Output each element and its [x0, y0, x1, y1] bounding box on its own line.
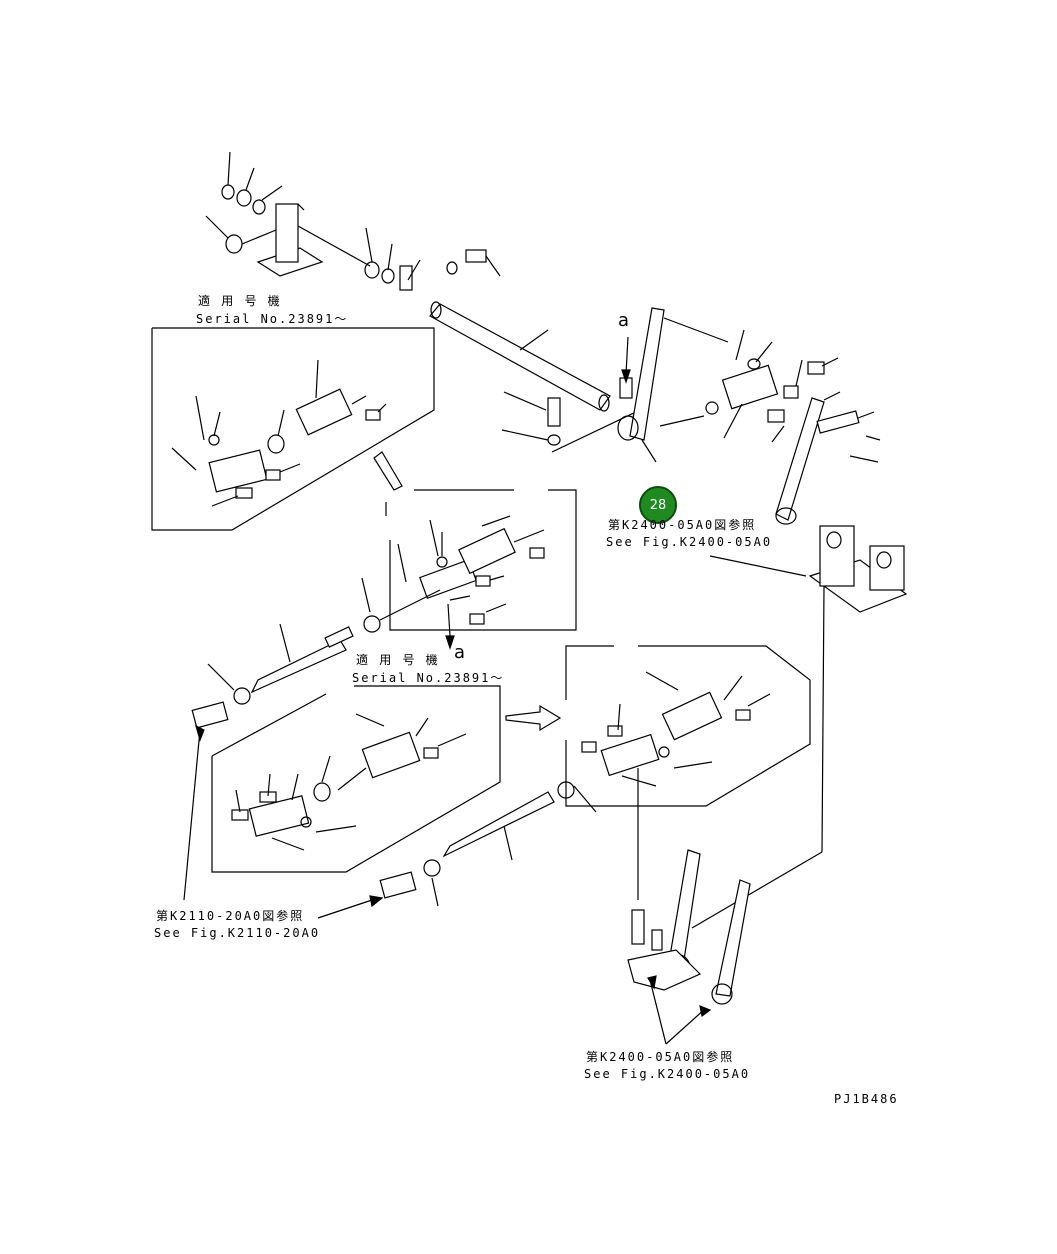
- serial-label-middle-en: Serial No.23891～: [352, 671, 505, 685]
- lower-right-lever-assembly: [627, 849, 751, 1045]
- serial-box-upper: [151, 327, 435, 531]
- ref-k2400-upper-en: See Fig.K2400-05A0: [606, 535, 773, 549]
- serial-box-middle: [385, 336, 631, 650]
- ref-k2110-en: See Fig.K2110-20A0: [154, 926, 321, 940]
- main-shaft: [429, 301, 641, 453]
- top-bracket-assembly: [205, 151, 501, 291]
- drawing-code: PJ1B486: [834, 1092, 899, 1106]
- serial-box-lower: [211, 685, 562, 873]
- serial-box-right: [565, 645, 811, 900]
- serial-label-middle-jp: 適 用 号 機: [356, 653, 440, 667]
- marker-a-middle: a: [454, 642, 466, 663]
- ref-k2400-upper-jp: 第K2400-05A0図参照: [608, 518, 757, 532]
- ref-k2110-jp: 第K2110-20A0図参照: [156, 909, 305, 923]
- serial-label-upper-jp: 適 用 号 機: [198, 294, 282, 308]
- rod-lower: [317, 781, 597, 919]
- rod-left: [183, 577, 441, 901]
- marker-a-upper: a: [618, 310, 630, 331]
- right-bracket: [691, 525, 908, 929]
- ref-k2400-lower-jp: 第K2400-05A0図参照: [586, 1050, 735, 1064]
- serial-label-upper-en: Serial No.23891～: [196, 312, 349, 326]
- upper-right-lever-assembly: [617, 307, 881, 525]
- ref-k2400-lower-en: See Fig.K2400-05A0: [584, 1067, 751, 1081]
- callout-badge[interactable]: 28: [639, 486, 677, 524]
